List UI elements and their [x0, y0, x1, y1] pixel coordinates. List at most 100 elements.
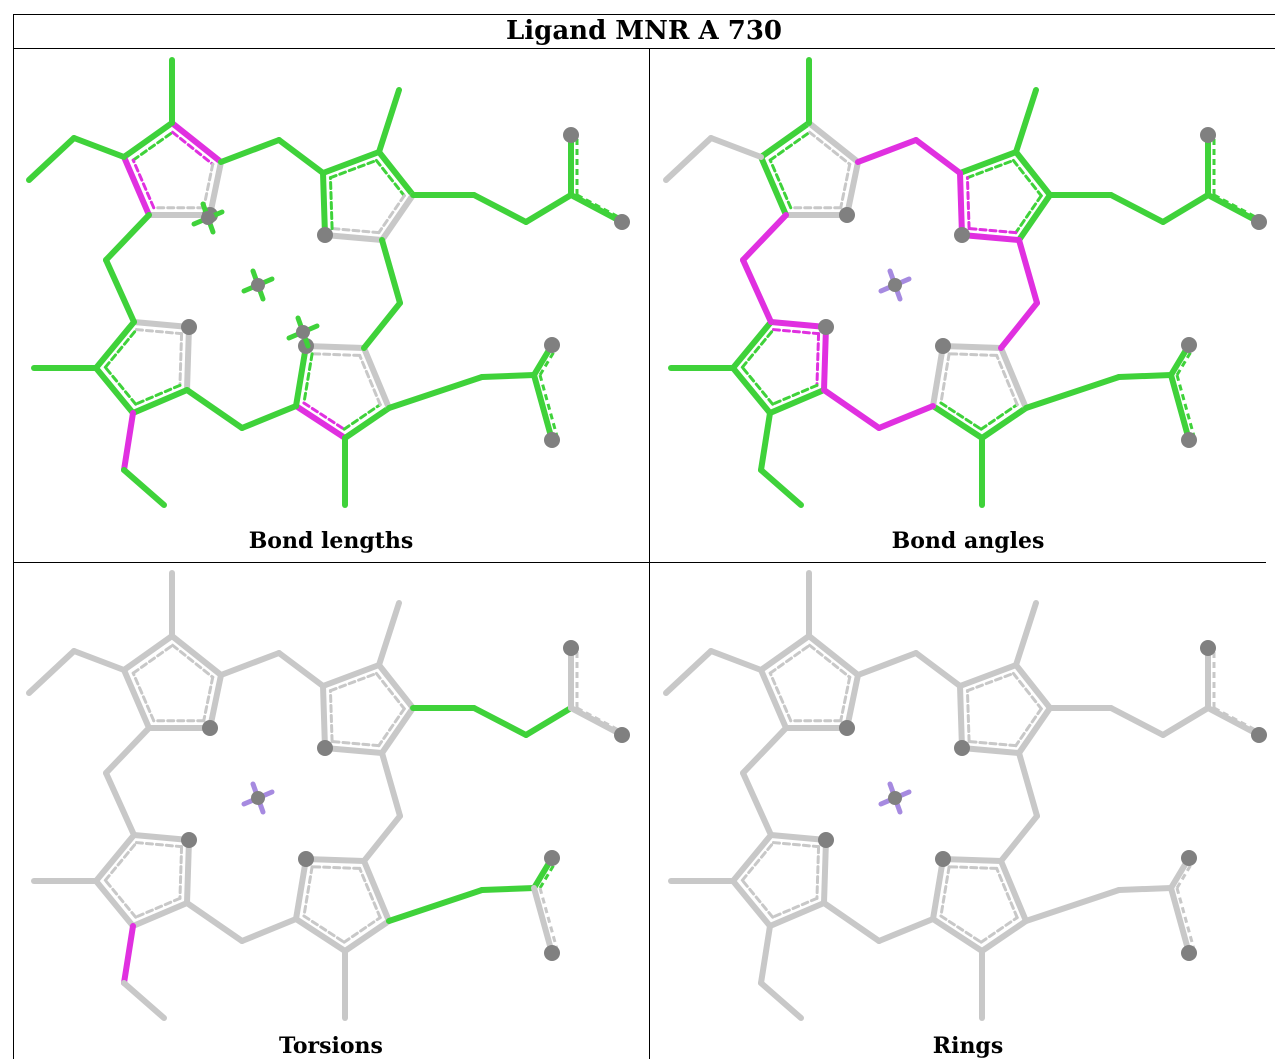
bond	[1023, 887, 1122, 924]
aromatic-bond	[310, 865, 362, 870]
bond	[844, 672, 861, 731]
bond	[218, 650, 282, 678]
bond	[758, 154, 789, 218]
bond	[876, 916, 936, 944]
bond	[876, 403, 936, 431]
atom-icon	[544, 945, 560, 961]
carboxyl-bond	[1175, 344, 1197, 376]
aromatic-bond	[1014, 194, 1043, 235]
bond	[320, 149, 382, 176]
bond	[361, 813, 403, 864]
aromatic-bond	[965, 671, 1015, 693]
bond	[361, 345, 392, 411]
bond	[169, 633, 224, 678]
bond	[531, 885, 555, 956]
bond	[239, 916, 299, 944]
aromatic-bond	[939, 865, 951, 918]
bond	[758, 980, 804, 1021]
bond	[71, 135, 127, 160]
bond	[93, 878, 136, 929]
bond	[121, 633, 175, 673]
atom-icon	[1181, 337, 1197, 353]
bond	[184, 900, 245, 944]
aromatic-bond	[815, 332, 821, 387]
bond	[959, 232, 1022, 243]
atom-icon	[935, 851, 951, 867]
bond	[121, 467, 167, 508]
bond	[121, 923, 136, 986]
bond	[930, 343, 946, 409]
bond	[479, 885, 537, 893]
bond	[758, 467, 804, 508]
bond	[103, 212, 152, 263]
bond	[730, 319, 774, 371]
atom-icon	[298, 851, 314, 867]
bond	[379, 237, 403, 306]
bond	[207, 159, 224, 218]
atom-icon	[544, 850, 560, 866]
bond	[531, 372, 555, 443]
bond	[130, 900, 190, 929]
atom-icon	[1200, 640, 1216, 656]
bond	[730, 832, 774, 884]
bond	[26, 135, 77, 183]
molecule-diagram	[663, 57, 1267, 508]
bond	[1013, 600, 1039, 668]
bond	[998, 300, 1040, 351]
atom-icon	[614, 727, 630, 743]
bond	[103, 257, 137, 325]
bond	[821, 324, 829, 393]
bond	[103, 770, 137, 838]
aromatic-bond	[768, 158, 793, 210]
aromatic-bond	[967, 740, 1018, 748]
aromatic-bond	[134, 896, 182, 919]
aromatic-bond	[995, 353, 1019, 407]
bond	[184, 387, 245, 431]
atom-icon	[202, 720, 218, 736]
bond	[758, 410, 773, 473]
bond	[767, 900, 827, 929]
aromatic-bond	[995, 866, 1019, 920]
bond	[568, 705, 625, 738]
bond	[1205, 192, 1262, 225]
bond	[342, 405, 392, 441]
bond	[913, 650, 963, 689]
bond	[663, 135, 714, 183]
aromatic-bond	[771, 896, 819, 919]
atom-icon	[1251, 727, 1267, 743]
aromatic-bond	[342, 916, 382, 944]
aromatic-bond	[358, 353, 382, 407]
atom-icon	[614, 214, 630, 230]
molecule-diagram	[26, 57, 630, 508]
bond	[979, 405, 1029, 441]
panel-rings	[651, 563, 1276, 1058]
aromatic-bond	[768, 130, 812, 162]
bond	[1160, 192, 1211, 225]
atom-icon	[818, 832, 834, 848]
bond	[93, 365, 136, 416]
bond	[169, 120, 224, 165]
aromatic-bond	[310, 352, 362, 357]
bond	[821, 900, 882, 944]
atom-icon	[181, 832, 197, 848]
bond	[376, 149, 416, 198]
aromatic-bond	[103, 365, 138, 406]
aromatic-bond	[134, 841, 184, 849]
aromatic-bond	[131, 130, 175, 162]
bond	[471, 192, 529, 225]
bond	[1023, 374, 1122, 411]
bond	[322, 232, 385, 243]
atom-icon	[954, 740, 970, 756]
bond	[26, 648, 77, 696]
bond	[1108, 192, 1166, 225]
atom-icon	[544, 337, 560, 353]
molecule-diagram	[26, 570, 630, 1021]
bond	[1013, 662, 1053, 711]
aromatic-bond	[178, 332, 184, 387]
aromatic-bond	[377, 194, 406, 235]
atom-icon	[544, 432, 560, 448]
caption-bond-angles: Bond angles	[891, 528, 1045, 554]
bond	[71, 648, 127, 673]
panel-bond-lengths	[14, 50, 648, 545]
bond	[957, 662, 1019, 689]
